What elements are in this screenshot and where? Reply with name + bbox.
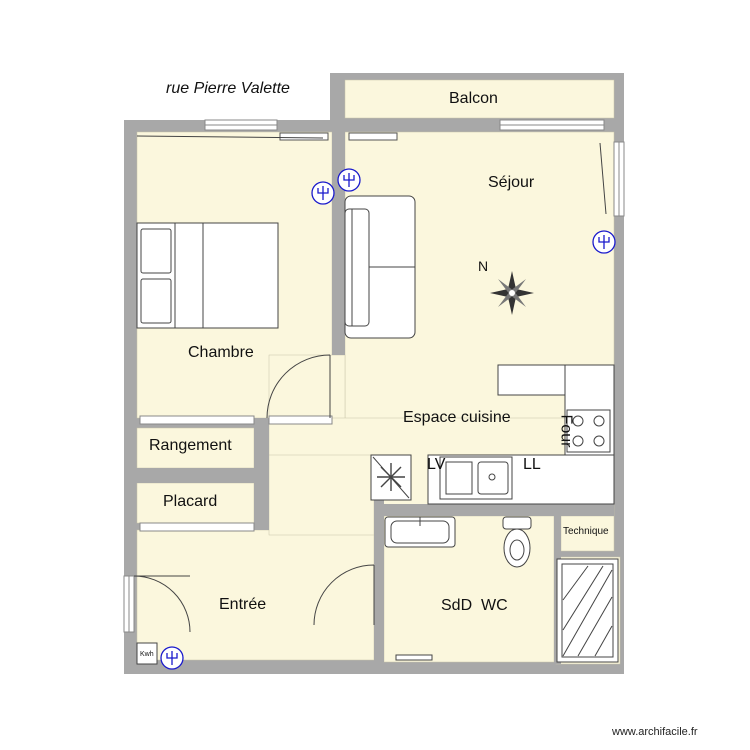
room-label-chambre: Chambre xyxy=(188,344,254,361)
footer-watermark: www.archifacile.fr xyxy=(612,726,698,738)
windows xyxy=(123,119,625,633)
sofa xyxy=(344,195,416,339)
compass-icon xyxy=(490,271,534,315)
fixture-label-four: Four xyxy=(557,414,575,448)
room-label-sdd: SdD WC xyxy=(441,597,508,614)
placard-floor xyxy=(136,482,255,524)
room-label-technique: Technique xyxy=(563,526,609,537)
technique-floor xyxy=(560,515,615,552)
balcon-floor xyxy=(344,79,615,119)
street-name: rue Pierre Valette xyxy=(166,80,290,97)
fixture-label-ll: LL xyxy=(523,456,541,473)
bathroom-fixtures xyxy=(384,516,619,663)
room-label-placard: Placard xyxy=(163,493,218,510)
meter-box xyxy=(136,642,158,665)
bed xyxy=(136,222,279,329)
interior-walls xyxy=(124,125,614,664)
outlet-symbols xyxy=(166,173,610,665)
rangement-floor xyxy=(136,427,255,469)
room-label-rangement: Rangement xyxy=(149,437,232,454)
kitchen xyxy=(370,364,615,505)
freezer-icon xyxy=(377,463,405,491)
room-label-cuisine: Espace cuisine xyxy=(403,409,511,426)
room-label-balcon: Balcon xyxy=(449,90,498,107)
meter-label-kwh: Kwh xyxy=(140,651,154,658)
entree-floor xyxy=(136,529,375,661)
door-swings xyxy=(133,135,607,633)
room-label-sejour: Séjour xyxy=(488,174,535,191)
compass-north-label: N xyxy=(478,258,489,274)
radiators xyxy=(279,132,398,141)
room-label-entree: Entrée xyxy=(219,596,267,613)
fixture-label-lv: LV xyxy=(427,456,446,473)
entree-upper xyxy=(268,454,375,536)
